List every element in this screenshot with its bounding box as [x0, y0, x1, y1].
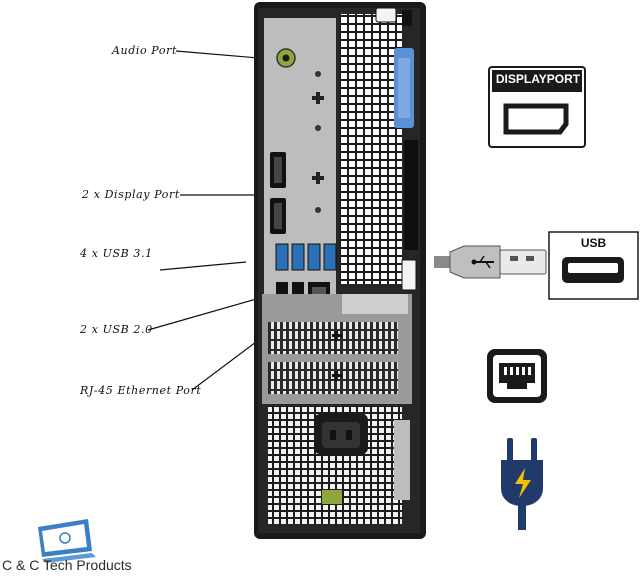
displayport-title: DISPLAYPORT: [495, 72, 581, 86]
usb-port-icon: [548, 231, 639, 300]
computer-logo-icon: [38, 519, 96, 563]
label-audio-port: Audio Port: [112, 44, 177, 57]
power-plug-icon: [501, 438, 543, 530]
computer-rear-panel: [254, 2, 426, 539]
label-usb3: 4 x USB 3.1: [80, 247, 153, 260]
brand-name: C & C Tech Products: [2, 557, 132, 573]
label-usb2: 2 x USB 2.0: [80, 323, 153, 336]
usb-plug-icon: [434, 245, 547, 279]
displayport-icon: [488, 66, 586, 148]
label-display-port: 2 x Display Port: [82, 188, 180, 201]
usb-title: USB: [580, 236, 607, 250]
ethernet-port-icon: [487, 349, 547, 403]
label-ethernet-port: RJ-45 Ethernet Port: [80, 384, 202, 397]
